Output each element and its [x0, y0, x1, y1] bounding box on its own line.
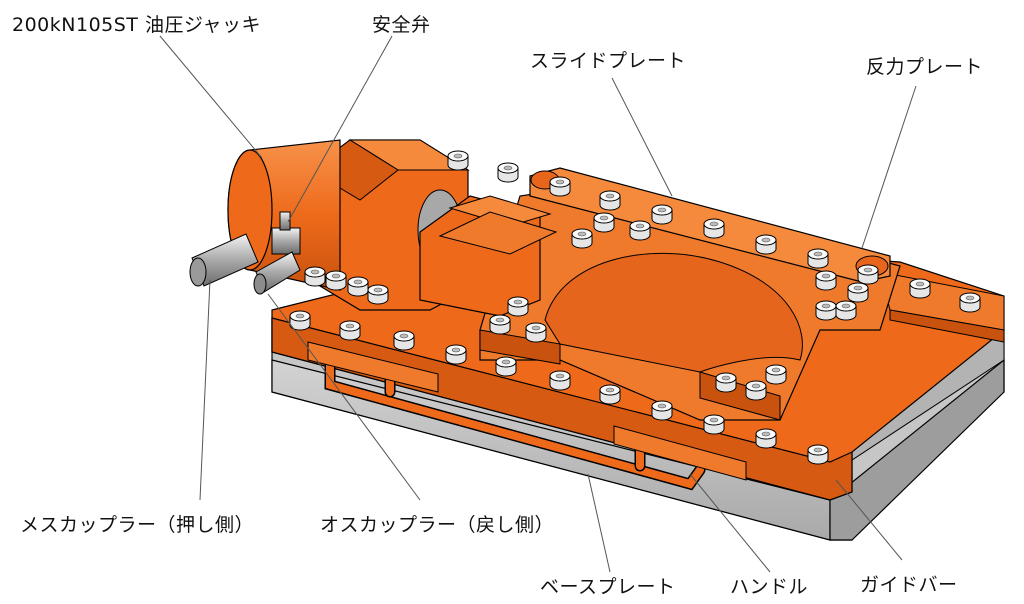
- bolt: [599, 190, 621, 211]
- bolt: [909, 278, 931, 299]
- label-handle: ハンドル: [730, 576, 809, 598]
- bolt: [765, 364, 787, 385]
- label-male-coupler: オスカップラー（戻し側）: [320, 514, 555, 536]
- bolt: [347, 276, 369, 297]
- bolt: [703, 414, 725, 435]
- bolt: [835, 300, 857, 321]
- bolt: [745, 380, 767, 401]
- bolt: [593, 212, 615, 233]
- bolt: [807, 248, 829, 269]
- bolt: [447, 150, 469, 171]
- bolt: [525, 322, 547, 343]
- label-slide-plate: スライドプレート: [530, 50, 687, 72]
- bolt: [549, 176, 571, 197]
- label-reaction-plate: 反力プレート: [866, 56, 984, 78]
- bolt: [815, 300, 837, 321]
- label-jack: 200kN105ST 油圧ジャッキ: [12, 14, 262, 36]
- bolt: [651, 400, 673, 421]
- male-coupler: [253, 251, 301, 295]
- bolt: [755, 234, 777, 255]
- bolt: [629, 220, 651, 241]
- safety-valve: [271, 211, 301, 255]
- female-coupler: [189, 233, 259, 287]
- bolt: [367, 284, 389, 305]
- bolt: [571, 228, 593, 249]
- socket-bolts: [289, 150, 981, 465]
- bolt: [599, 384, 621, 405]
- bolt: [755, 428, 777, 449]
- ram-block: [419, 195, 558, 317]
- bolt: [507, 296, 529, 317]
- label-female-coupler: メスカップラー（押し側）: [20, 514, 255, 536]
- bolt: [495, 356, 517, 377]
- bolt: [847, 282, 869, 303]
- bolt: [549, 370, 571, 391]
- bolt: [857, 264, 879, 285]
- bolt: [489, 314, 511, 335]
- label-safety-valve: 安全弁: [372, 14, 431, 36]
- handle-brackets: [307, 341, 747, 481]
- bolt: [815, 270, 837, 291]
- bolt: [339, 320, 361, 341]
- bolt: [651, 204, 673, 225]
- label-guide-bar: ガイドバー: [860, 574, 958, 596]
- bolt: [807, 444, 829, 465]
- label-base-plate: ベースプレート: [540, 576, 676, 598]
- bolt: [445, 344, 467, 365]
- bolt: [497, 162, 519, 183]
- bolt: [393, 330, 415, 351]
- bolt: [304, 266, 326, 287]
- bolt: [959, 292, 981, 313]
- bolt: [325, 270, 347, 291]
- bolt: [703, 218, 725, 239]
- bolt: [715, 372, 737, 393]
- leader-lines: [159, 35, 917, 573]
- bolt: [289, 310, 311, 331]
